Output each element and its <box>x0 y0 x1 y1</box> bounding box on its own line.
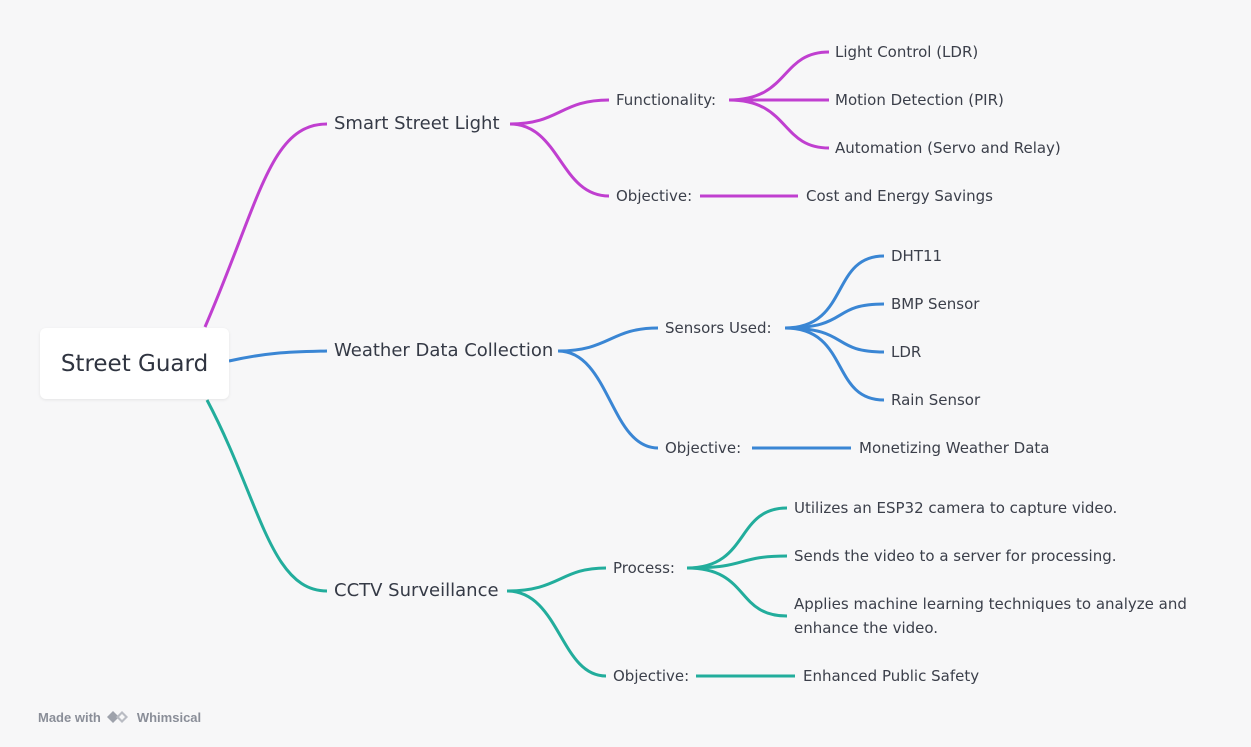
leaf-enhanced-public-safety[interactable]: Enhanced Public Safety <box>803 667 980 685</box>
connector-sensors-used <box>557 326 659 353</box>
leaf-motion-detection[interactable]: Motion Detection (PIR) <box>835 91 1004 109</box>
root-label: Street Guard <box>60 350 209 377</box>
connector-automation <box>728 98 830 150</box>
branch-cctv-surveillance[interactable]: CCTV Surveillance <box>334 580 499 601</box>
leaf-light-control[interactable]: Light Control (LDR) <box>835 43 979 61</box>
connector-root-cctv-surveillance <box>205 399 328 593</box>
connector-light-control <box>728 50 830 102</box>
leaf-bmp-sensor[interactable]: BMP Sensor <box>891 295 980 313</box>
connector-objective-1 <box>509 122 610 198</box>
group-process[interactable]: Process: <box>613 559 675 577</box>
leaf-cost-energy-savings[interactable]: Cost and Energy Savings <box>806 187 993 205</box>
branch-weather-data-collection[interactable]: Weather Data Collection <box>334 340 554 361</box>
whimsical-brand: Whimsical <box>136 709 202 725</box>
root-node[interactable]: Street Guard <box>40 328 229 399</box>
group-objective[interactable]: Objective: <box>665 439 742 457</box>
connector-root-weather-data-collection <box>228 349 328 363</box>
branch-smart-street-light[interactable]: Smart Street Light <box>334 113 500 134</box>
leaf-monetizing-weather-data[interactable]: Monetizing Weather Data <box>859 439 1050 457</box>
group-functionality[interactable]: Functionality: <box>616 91 717 109</box>
group-objective[interactable]: Objective: <box>613 667 690 685</box>
made-with-footer[interactable]: Made with Whimsical <box>38 707 201 727</box>
connector-objective-3 <box>506 589 607 678</box>
leaf-dht11[interactable]: DHT11 <box>891 247 943 265</box>
leaf-applies-ml[interactable]: Applies machine learning techniques to a… <box>794 595 1187 637</box>
connector-rain <box>784 326 885 402</box>
connector-process <box>506 566 607 593</box>
connector-utilizes <box>686 506 788 570</box>
group-objective[interactable]: Objective: <box>616 187 693 205</box>
leaf-ldr[interactable]: LDR <box>891 343 922 361</box>
leaf-utilizes-esp32[interactable]: Utilizes an ESP32 camera to capture vide… <box>794 499 1118 517</box>
connector-dht11 <box>784 254 885 330</box>
leaf-sends-video[interactable]: Sends the video to a server for processi… <box>794 547 1117 565</box>
connector-applies <box>686 566 788 618</box>
whimsical-logo-icon <box>106 709 132 725</box>
made-with-label: Made with <box>38 709 101 725</box>
connector-root-smart-street-light <box>203 122 328 328</box>
connector-objective-2 <box>557 349 659 450</box>
connector-sends <box>686 554 788 570</box>
connector-ldr <box>784 326 885 354</box>
group-sensors-used[interactable]: Sensors Used: <box>665 319 772 337</box>
connector-bmp <box>784 302 885 330</box>
leaf-automation[interactable]: Automation (Servo and Relay) <box>835 139 1061 157</box>
connector-functionality <box>509 98 610 126</box>
leaf-rain-sensor[interactable]: Rain Sensor <box>891 391 981 409</box>
